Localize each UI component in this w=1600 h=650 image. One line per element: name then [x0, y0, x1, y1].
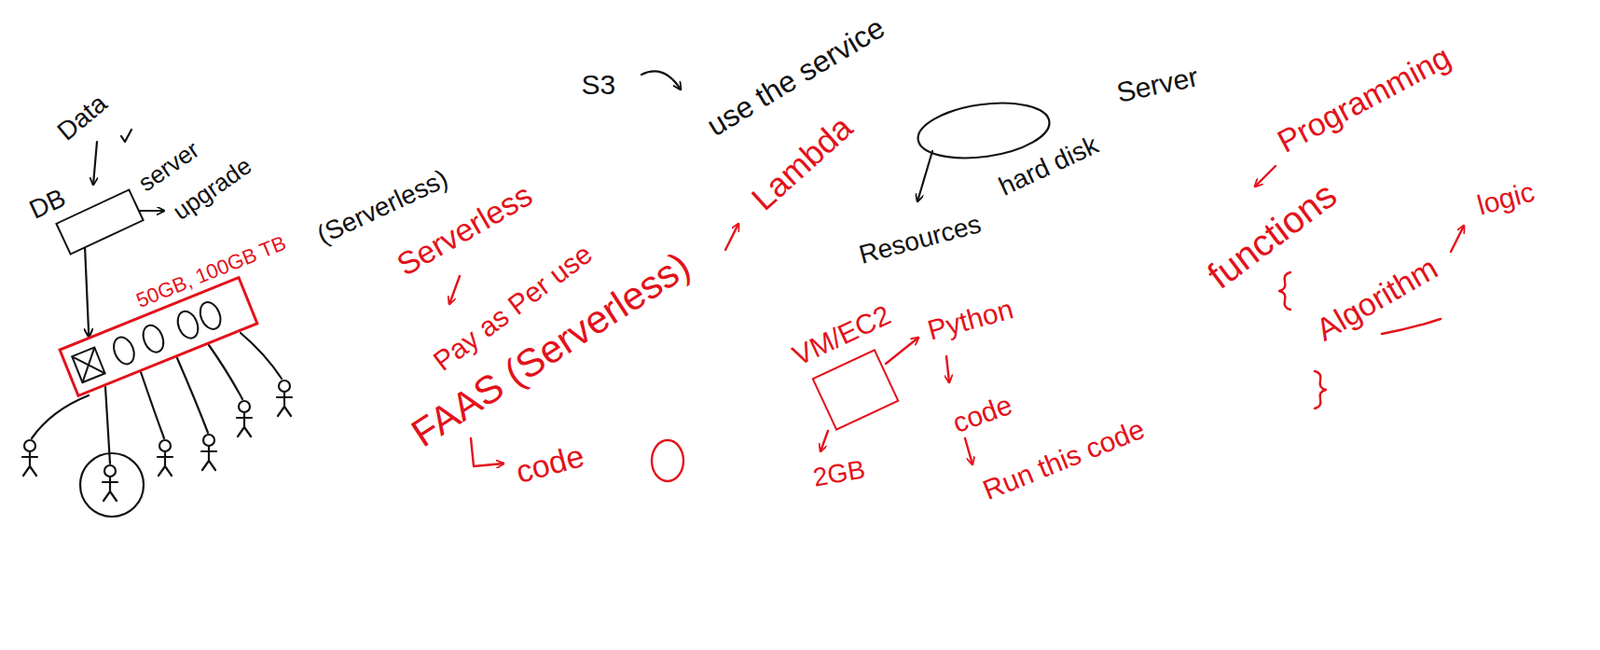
run-arrow	[965, 438, 973, 465]
connector-arrow	[84, 248, 89, 337]
open-brace	[1279, 272, 1291, 310]
user-line	[208, 344, 243, 400]
underline	[1381, 318, 1441, 334]
red-circle	[651, 440, 684, 482]
db-server-box: DB	[55, 188, 145, 256]
lambda-arrow	[725, 223, 739, 250]
stick-figure	[276, 380, 292, 416]
handwritten-note: Programming	[1271, 39, 1457, 160]
code-arrow	[946, 356, 950, 383]
storage-band: 50GB, 100GB TB	[57, 275, 260, 399]
disk-slot	[110, 333, 138, 367]
disk-slot	[174, 308, 203, 342]
user-line	[105, 386, 111, 464]
handwritten-note: logic	[1474, 175, 1538, 221]
disk-slot	[139, 322, 168, 356]
upgrade-arrow	[139, 209, 165, 212]
data-arrow	[93, 141, 97, 185]
box-heading: VM/EC2	[786, 299, 895, 372]
vm-box: VM/EC2	[811, 348, 899, 431]
handwritten-note: hard disk	[994, 130, 1104, 202]
user-line	[31, 395, 89, 439]
handwritten-note: Server	[1114, 60, 1201, 109]
handwritten-note: Lambda	[744, 109, 859, 218]
disk-slot	[196, 299, 225, 332]
stick-figure	[236, 400, 252, 437]
handwritten-note: S3	[581, 68, 617, 100]
handwritten-note: code	[948, 387, 1016, 438]
stick-figure	[22, 440, 38, 476]
handwritten-note: Algorithm	[1310, 249, 1444, 347]
disk-slot	[71, 347, 105, 384]
check-mark	[121, 129, 132, 142]
stick-figure	[201, 434, 217, 470]
handwritten-note: Python	[924, 292, 1017, 345]
handwritten-note: Resources	[855, 209, 984, 270]
curved-arrow	[641, 70, 681, 90]
memory-arrow	[820, 430, 828, 452]
box-heading: DB	[25, 183, 70, 225]
stick-figure	[102, 465, 118, 501]
down-arrow	[449, 275, 460, 304]
handwritten-note: Data	[52, 88, 113, 147]
close-brace	[1314, 371, 1326, 409]
disk-slot	[71, 347, 105, 384]
user-line	[240, 332, 282, 379]
handwritten-note: use the service	[701, 11, 891, 143]
user-circle	[80, 453, 144, 517]
user-line	[177, 358, 208, 433]
handwritten-note: functions	[1200, 173, 1344, 296]
box-heading: 50GB, 100GB TB	[133, 231, 290, 312]
hook-arrow	[470, 438, 504, 467]
programming-arrow	[1255, 165, 1276, 187]
handwritten-note: code	[511, 438, 588, 490]
handwritten-note: Run this code	[978, 412, 1148, 505]
python-arrow	[885, 337, 919, 364]
user-line	[140, 372, 165, 439]
disk-ellipse	[914, 95, 1053, 166]
logic-arrow	[1450, 225, 1464, 252]
resource-arrow	[917, 151, 933, 202]
stick-figure	[157, 440, 173, 476]
handwritten-note: 2GB	[811, 455, 869, 493]
